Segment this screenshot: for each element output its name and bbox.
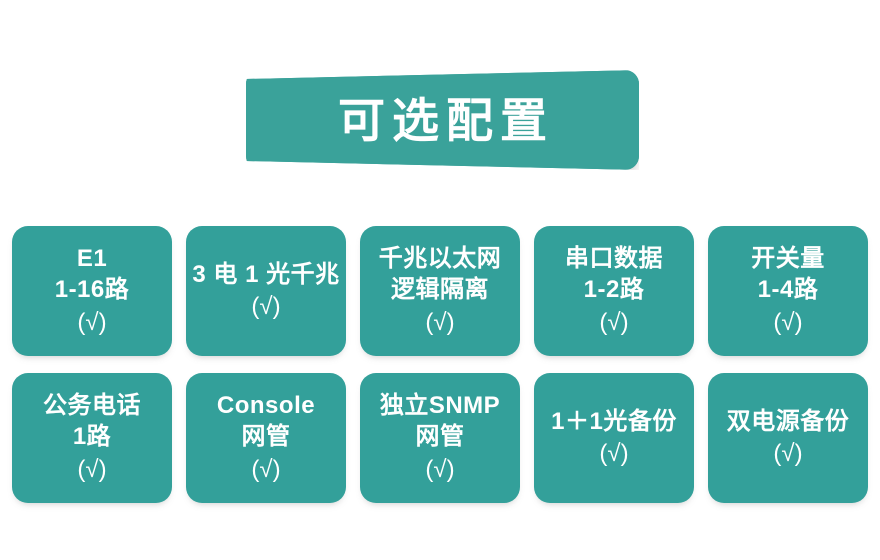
config-card-service-phone[interactable]: 公务电话 1路 (√) [12,373,172,503]
card-line-1: 双电源备份 [726,407,850,435]
card-check-mark: (√) [77,308,107,336]
card-line-1: 串口数据 [565,245,663,273]
card-line-1: 千兆以太网 [378,245,502,273]
card-line-2: 1-16路 [54,275,130,303]
config-card-3e1o-gigabit[interactable]: 3 电 1 光千兆 (√) [186,226,346,356]
card-check-mark: (√) [77,455,107,483]
config-card-gigabit-ethernet-isolation[interactable]: 千兆以太网 逻辑隔离 (√) [360,226,520,356]
card-line-2: 网管 [241,422,291,450]
card-check-mark: (√) [599,440,629,468]
card-line-2: 1-2路 [583,275,645,303]
card-check-mark: (√) [425,455,455,483]
card-line-1: 1＋1光备份 [551,407,677,435]
card-line-2: 1路 [72,422,112,450]
card-check-mark: (√) [251,455,281,483]
config-card-e1[interactable]: E1 1-16路 (√) [12,226,172,356]
card-line-2: 网管 [415,422,465,450]
card-check-mark: (√) [251,293,281,321]
config-card-console-management[interactable]: Console 网管 (√) [186,373,346,503]
header-banner: 可选配置 [0,0,880,200]
card-check-mark: (√) [599,308,629,336]
banner-background-shape [246,70,639,170]
config-card-dual-power-backup[interactable]: 双电源备份 (√) [708,373,868,503]
config-card-serial-data[interactable]: 串口数据 1-2路 (√) [534,226,694,356]
card-check-mark: (√) [773,308,803,336]
card-line-1: E1 [76,245,108,273]
card-line-2: 1-4路 [757,275,819,303]
card-line-1: 开关量 [751,245,825,273]
card-line-1: 3 电 1 光千兆 [192,260,340,288]
config-card-switch-quantity[interactable]: 开关量 1-4路 (√) [708,226,868,356]
config-card-optical-backup[interactable]: 1＋1光备份 (√) [534,373,694,503]
card-line-2: 逻辑隔离 [391,275,489,303]
card-line-1: 独立SNMP [379,392,501,420]
optional-configuration-grid: E1 1-16路 (√) 3 电 1 光千兆 (√) 千兆以太网 逻辑隔离 (√… [12,226,868,503]
card-check-mark: (√) [425,308,455,336]
card-line-1: Console [216,392,316,420]
card-check-mark: (√) [773,440,803,468]
page-title: 可选配置 [338,93,554,147]
config-card-standalone-snmp[interactable]: 独立SNMP 网管 (√) [360,373,520,503]
card-line-1: 公务电话 [43,392,141,420]
